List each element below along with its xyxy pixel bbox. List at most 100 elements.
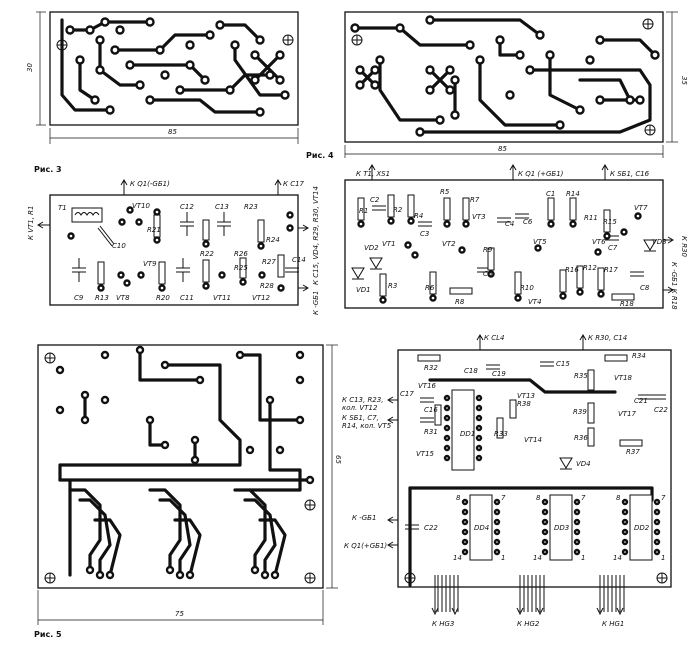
label-vt12: VT12: [252, 294, 271, 302]
label-r12: R12: [583, 264, 597, 272]
label-c7: C7: [608, 244, 618, 252]
pin-1-dd3: 1: [581, 554, 585, 562]
label-vt17: VT17: [618, 410, 637, 418]
label-c5: C5: [483, 270, 493, 278]
label-dd4: DD4: [474, 524, 489, 532]
label-r10: R10: [520, 284, 534, 292]
label-vt11: VT11: [213, 294, 231, 302]
label-k-sb1-fig5: К SБ1, С7,: [342, 414, 379, 422]
pin-7-dd3: 7: [581, 494, 586, 502]
pin-8-dd3: 8: [536, 494, 541, 502]
label-r11: R11: [584, 214, 598, 222]
fig4-height-dim: 35: [680, 76, 688, 85]
fig4-copper-board: [344, 11, 664, 143]
fig5-copper-board: [37, 344, 324, 589]
fig5-width-dim: 75: [175, 610, 184, 618]
fig4-dimensions: 85 35: [344, 11, 688, 158]
fig5-caption: Рис. 5: [34, 630, 62, 639]
label-c8: C8: [640, 284, 650, 292]
label-vt3: VT3: [472, 213, 486, 221]
label-r14: R14: [566, 190, 580, 198]
label-r37: R37: [626, 448, 640, 456]
label-c2: C2: [370, 196, 380, 204]
label-r39: R39: [573, 408, 587, 416]
pin-8-dd2: 8: [616, 494, 621, 502]
pin-1-dd2: 1: [661, 554, 665, 562]
fig5-component-board: [387, 334, 672, 616]
label-k-sb1b: R14, кол. VT5: [342, 422, 392, 430]
label-r25: R25: [234, 264, 248, 272]
label-r9: R9: [483, 246, 493, 254]
label-r17: R17: [604, 266, 618, 274]
label-r26: R26: [234, 250, 248, 258]
label-vt10: VT10: [132, 202, 151, 210]
label-r35: R35: [574, 372, 588, 380]
label-vt1: VT1: [382, 240, 396, 248]
label-k-q1-fig4: К Q1 (+GБ1): [518, 170, 564, 178]
label-vd3: VD3: [652, 238, 667, 246]
label-vd4: VD4: [576, 460, 591, 468]
pin-14-dd2: 14: [613, 554, 622, 562]
fig5-dimensions: 75 65: [37, 344, 342, 625]
label-vd2: VD2: [364, 244, 379, 252]
pin-7-dd2: 7: [661, 494, 666, 502]
label-vt4: VT4: [528, 298, 542, 306]
label-r21: R21: [147, 226, 161, 234]
pin-14-dd4: 14: [453, 554, 462, 562]
fig3-copper-board: [49, 11, 299, 126]
pin-7-dd4: 7: [501, 494, 506, 502]
label-c17: C17: [400, 390, 414, 398]
label-k-q1: К Q1(-GБ1): [130, 180, 170, 188]
label-c1: C1: [546, 190, 555, 198]
label-r1: R1: [359, 207, 368, 215]
fig5-component-labels: К CL4 К R30, C14 R32 C18 C19 C15 R34 R35…: [342, 334, 668, 628]
fig4-width-dim: 85: [498, 145, 507, 153]
label-r16: R16: [565, 266, 579, 274]
label-r3: R3: [388, 282, 397, 290]
label-r6: R6: [425, 284, 435, 292]
label-k-vt1: К VT1, R1: [27, 206, 35, 240]
label-c22: C22: [424, 524, 438, 532]
label-t1: T1: [58, 204, 67, 212]
label-c4: C4: [505, 220, 514, 228]
label-dd1: DD1: [460, 430, 475, 438]
label-r22: R22: [200, 250, 214, 258]
label-c9: C9: [74, 294, 84, 302]
label-r18: R18: [620, 300, 634, 308]
label-k-q1-fig5: К Q1(+GБ1): [344, 542, 387, 550]
fig4-caption: Рис. 4: [306, 151, 334, 160]
label-k-r30-fig5: К R30, C14: [588, 334, 627, 342]
label-r33: R33: [494, 430, 508, 438]
label-dd2: DD2: [634, 524, 650, 532]
label-c6: C6: [523, 218, 533, 226]
label-c21: C21: [634, 397, 648, 405]
label-vt9: VT9: [143, 260, 157, 268]
label-k-gb1-fig4: К -GБ1 К R18: [670, 262, 678, 310]
label-r27: R27: [262, 258, 276, 266]
fig3-component-board: [37, 179, 309, 306]
pin-8-dd4: 8: [456, 494, 461, 502]
label-k-hg1: К HG1: [602, 620, 624, 628]
label-r34: R34: [632, 352, 646, 360]
label-r28: R28: [260, 282, 274, 290]
label-r7: R7: [470, 196, 480, 204]
label-c16: C16: [424, 406, 438, 414]
pin-14-dd3: 14: [533, 554, 542, 562]
label-r15: R15: [603, 218, 617, 226]
fig3-dimensions: 85 30: [26, 11, 299, 144]
label-vt5: VT5: [533, 238, 547, 246]
fig3-component-labels: К Q1(-GБ1) К С17 К VT1, R1 К С15, VD4, R…: [27, 180, 320, 315]
label-vt8: VT8: [116, 294, 130, 302]
label-vt15: VT15: [416, 450, 435, 458]
label-r13: R13: [95, 294, 109, 302]
label-c19: C19: [492, 370, 506, 378]
label-k-sb1: К SБ1, С16: [610, 170, 650, 178]
label-r24: R24: [266, 236, 280, 244]
label-r8: R8: [455, 298, 465, 306]
label-k-hg2: К HG2: [517, 620, 540, 628]
label-k-c15: К С15, VD4, R29, R30, VT14: [312, 186, 320, 285]
label-r23: R23: [244, 203, 258, 211]
label-k-hg3: К HG3: [432, 620, 454, 628]
label-vt18: VT18: [614, 374, 633, 382]
label-r38: R38: [517, 400, 531, 408]
